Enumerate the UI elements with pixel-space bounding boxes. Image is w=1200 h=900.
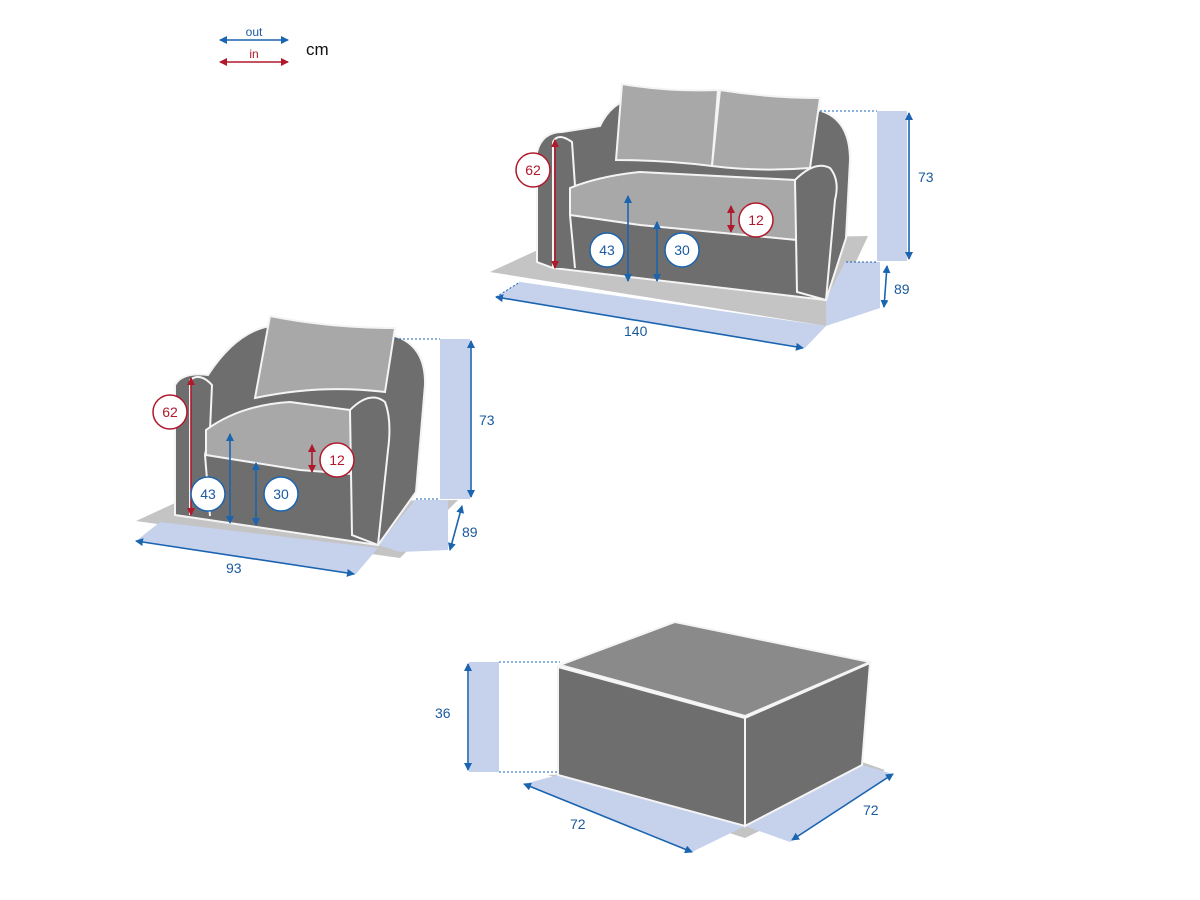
sofa-depth-arrow: [880, 265, 891, 308]
armchair-width-arrow: [135, 538, 355, 577]
ottoman-depth-arrow: [791, 773, 894, 841]
sofa-base-height-label: 30: [674, 242, 690, 258]
sofa-width-arrow: [495, 294, 804, 351]
armchair-base-height-label: 30: [273, 486, 289, 502]
armchair-width-label: 93: [226, 560, 242, 576]
armchair-depth-label: 89: [462, 524, 478, 540]
armchair-cushion-label: 12: [329, 452, 345, 468]
armchair: 93 89 73 62 43 30 12: [135, 314, 495, 577]
sofa-depth-band: [826, 262, 880, 326]
sofa-arm-right: [793, 164, 838, 302]
sofa-seat-height-label: 43: [599, 242, 615, 258]
legend-unit: cm: [306, 40, 329, 59]
ottoman-width-arrow: [523, 782, 693, 854]
armchair-height-label: 73: [479, 412, 495, 428]
armchair-arm-height-label: 62: [162, 404, 178, 420]
armchair-height-band: [440, 339, 470, 499]
sofa-back-cushion-left: [614, 82, 720, 168]
ottoman-width-label: 72: [570, 816, 586, 832]
sofa-depth-label: 89: [894, 281, 910, 297]
ottoman-height-band: [469, 662, 499, 772]
sofa-cushion-label: 12: [748, 212, 764, 228]
sofa-width-label: 140: [624, 323, 648, 339]
armchair-seat-height-label: 43: [200, 486, 216, 502]
legend-out-label: out: [246, 25, 263, 39]
sofa-height-label: 73: [918, 169, 934, 185]
legend-in-label: in: [249, 47, 258, 61]
armchair-depth-arrow: [447, 505, 465, 551]
sofa: 140 89 73 62 43 30 12: [490, 82, 934, 351]
ottoman-top: [556, 620, 874, 718]
sofa-arm-height-label: 62: [525, 162, 541, 178]
armchair-depth-band: [378, 500, 448, 552]
armchair-arm-right: [348, 396, 391, 547]
ottoman-height-label: 36: [435, 705, 451, 721]
armchair-back-cushion: [253, 314, 397, 400]
legend: out in cm: [219, 25, 329, 66]
ottoman-side-face: [744, 661, 872, 828]
ottoman-depth-label: 72: [863, 802, 879, 818]
ottoman: 72 72 36: [435, 620, 894, 854]
sofa-height-band: [877, 111, 907, 261]
sofa-back-cushion-right: [710, 88, 822, 171]
